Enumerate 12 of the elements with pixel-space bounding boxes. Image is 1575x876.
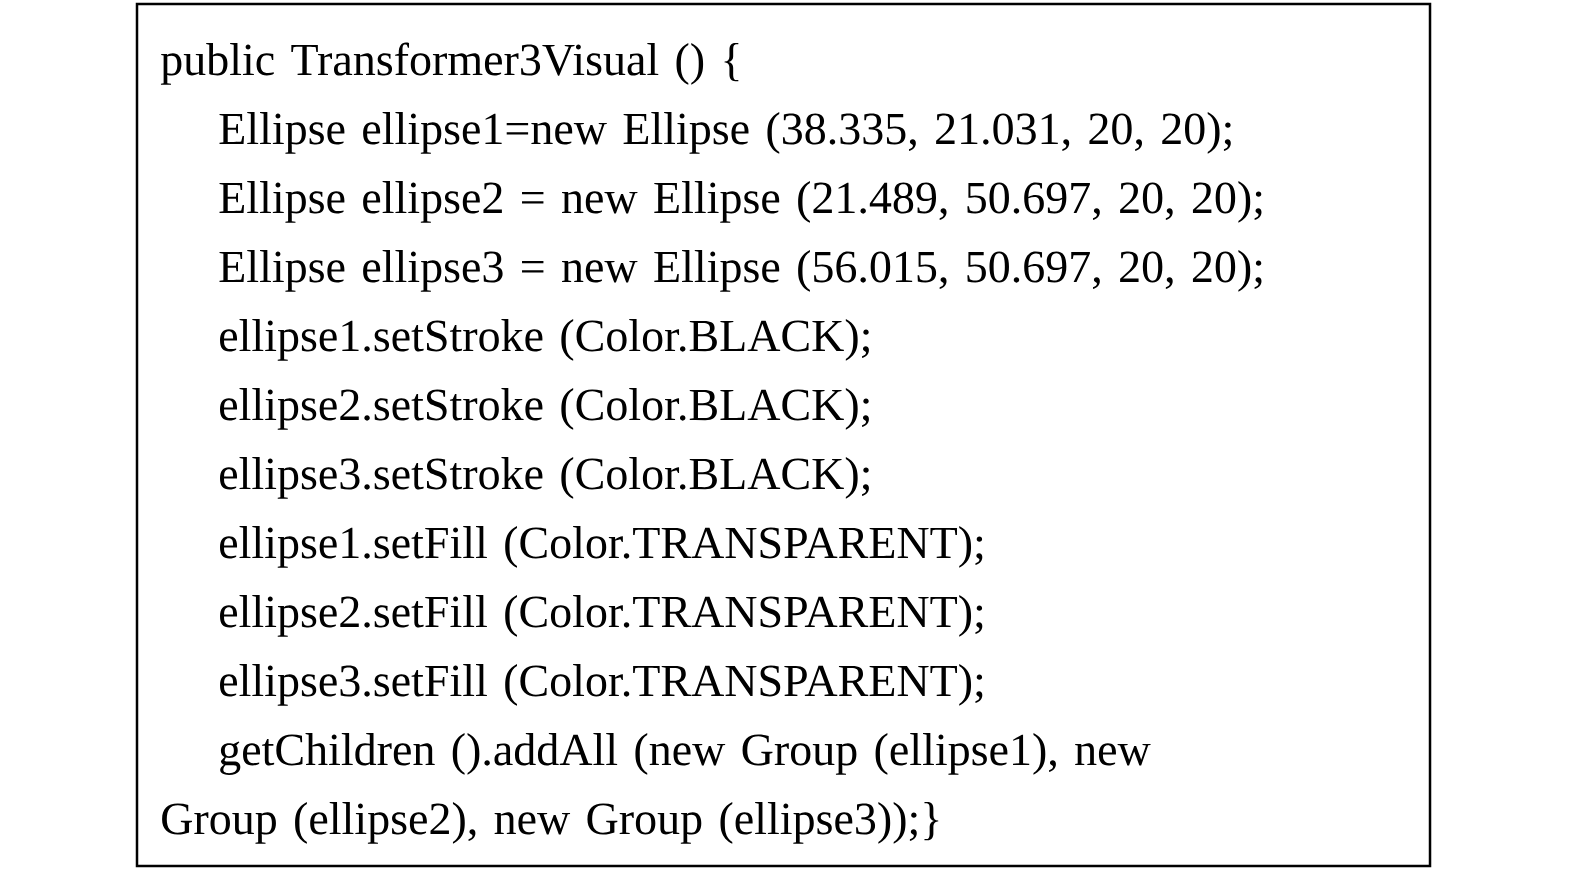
code-line: ellipse3.setFill (Color.TRANSPARENT); — [220, 664, 983, 706]
code-box — [135, 2, 1432, 868]
code-line: ellipse1.setFill (Color.TRANSPARENT); — [220, 526, 983, 568]
code-line: ellipse2.setStroke (Color.BLACK); — [220, 388, 869, 430]
code-line: getChildren ().addAll (new Group (ellipse1), new Group (ellipse2), new Group (ellipse3));} — [162, 733, 1151, 844]
code-line: ellipse1.setStroke (Color.BLACK); — [220, 319, 869, 361]
code-line: ellipse2.setFill (Color.TRANSPARENT); — [220, 595, 983, 637]
code-line: Ellipse ellipse2 = new Ellipse (21.489, 50.697, 20, 20); — [219, 181, 1262, 223]
code-line: public Transformer3Visual () { — [160, 42, 739, 85]
code-line: Ellipse ellipse3 = new Ellipse (56.015, 50.697, 20, 20); — [219, 250, 1262, 292]
code-line: Ellipse ellipse1=new Ellipse (38.335, 21.031, 20, 20); — [219, 112, 1231, 154]
code-line: ellipse3.setStroke (Color.BLACK); — [220, 457, 869, 499]
